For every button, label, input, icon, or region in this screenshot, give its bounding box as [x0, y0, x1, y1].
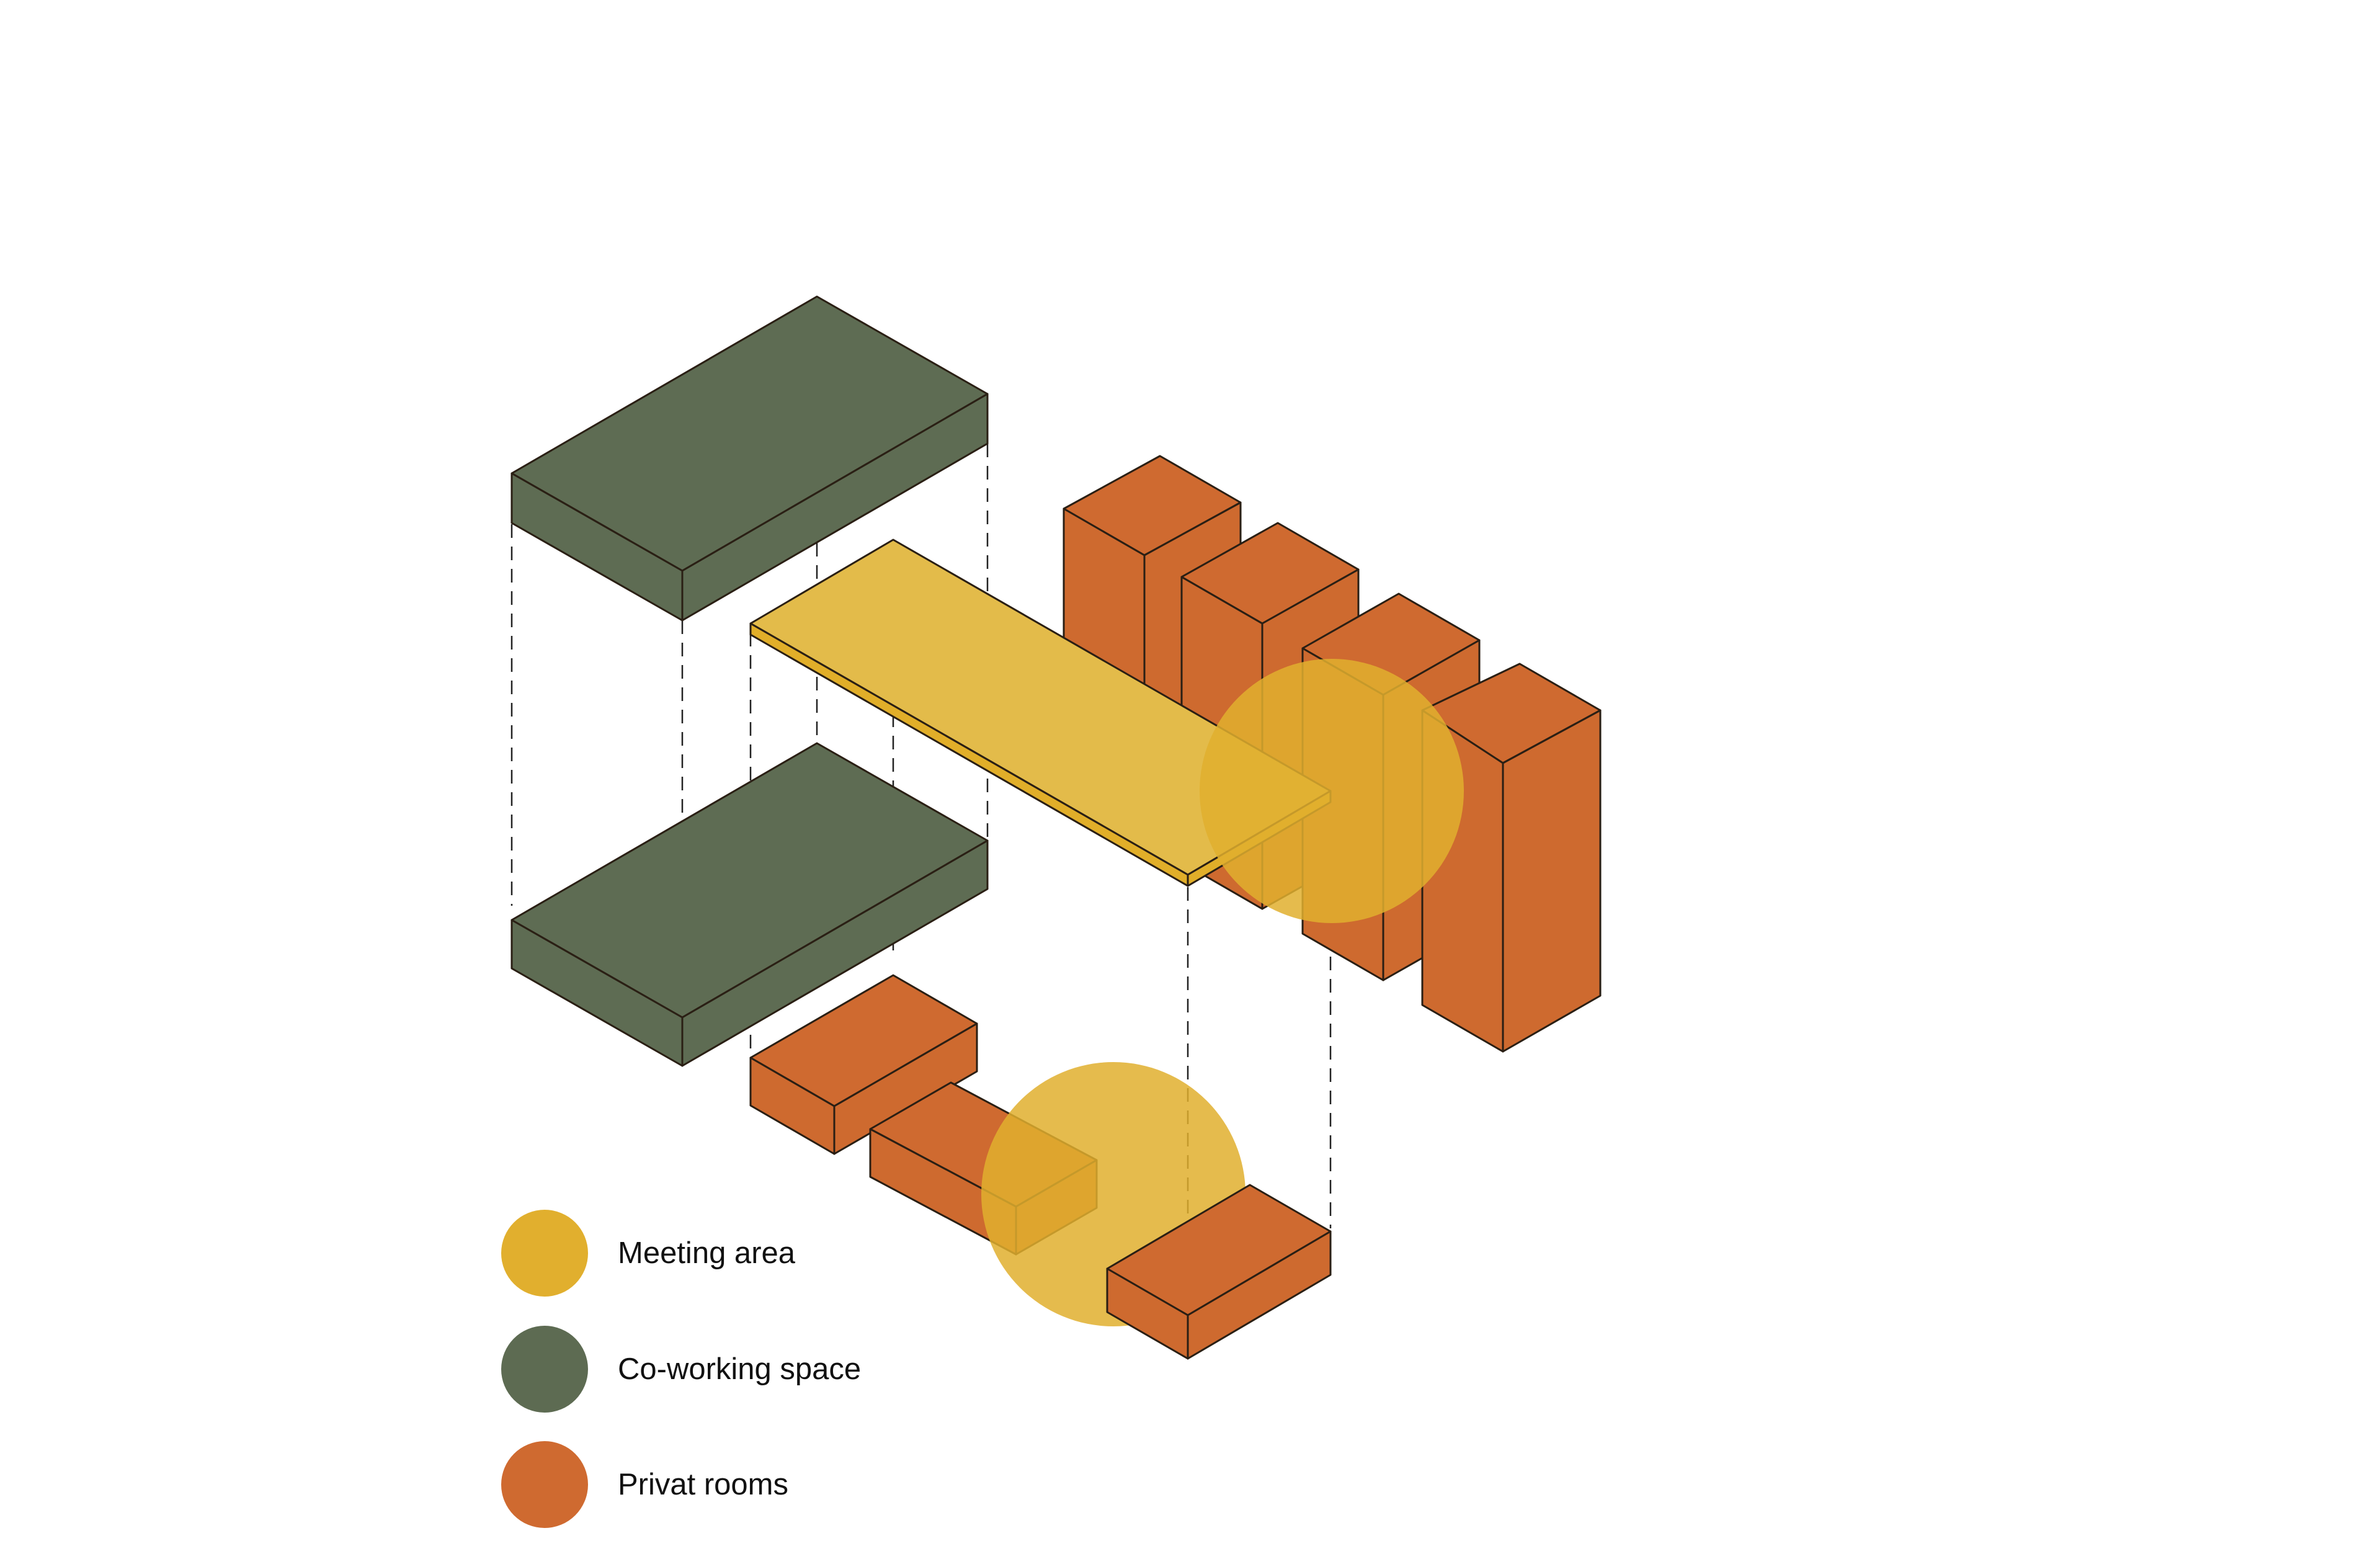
legend-item-meeting: Meeting area: [501, 1210, 796, 1297]
coworking-slab-upper-right: [681, 393, 989, 622]
private-room-low-3: [1106, 1184, 1332, 1360]
coworking-slab-lower-right: [681, 839, 989, 1067]
legend-label-coworking: Co-working space: [618, 1352, 861, 1386]
legend-item-private: Privat rooms: [501, 1441, 788, 1528]
meeting-circle-upper: [1200, 659, 1464, 923]
coworking-slab-upper: [510, 295, 989, 622]
legend-item-coworking: Co-working space: [501, 1326, 861, 1413]
legend-label-meeting: Meeting area: [618, 1236, 796, 1270]
legend-label-private: Privat rooms: [618, 1468, 788, 1501]
legend: Meeting area Co-working space Privat roo…: [501, 1210, 861, 1528]
private-tower-4: [1421, 663, 1602, 1053]
green-circle-icon: [501, 1326, 588, 1413]
yellow-circle-icon: [501, 1210, 588, 1297]
private-room-low-1: [749, 974, 978, 1155]
coworking-slab-lower: [510, 742, 989, 1067]
orange-circle-icon: [501, 1441, 588, 1528]
